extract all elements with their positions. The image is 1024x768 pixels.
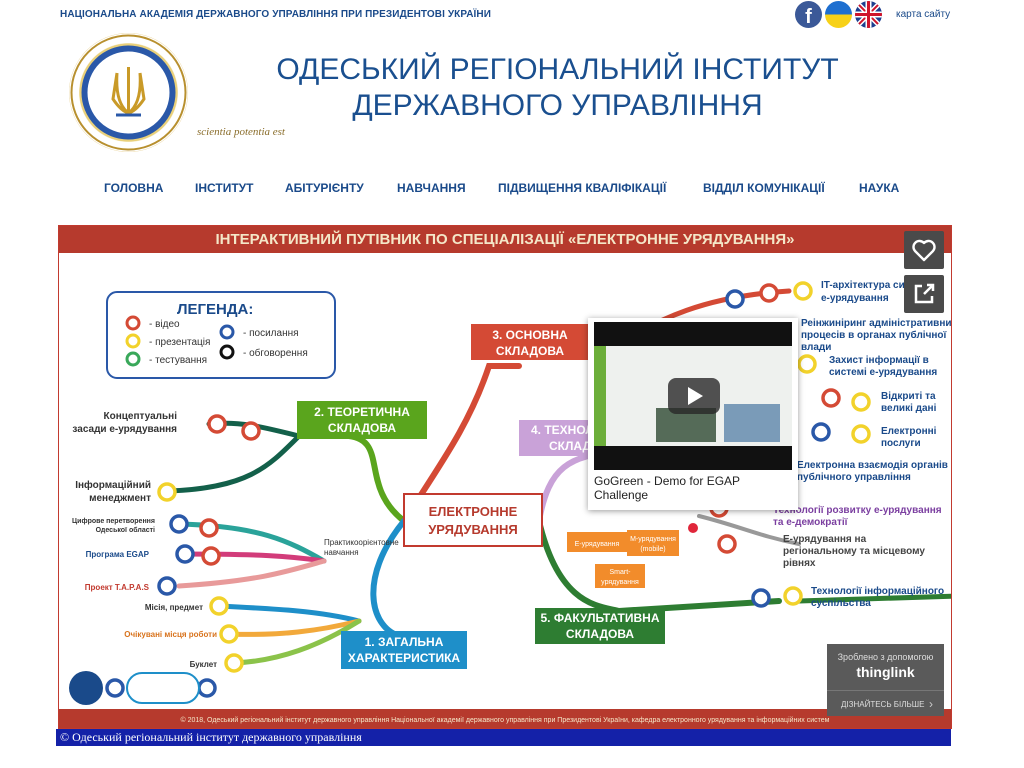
label-regional-2: регіональному та місцевому <box>783 546 925 557</box>
label-concept-1: Концептуальні <box>104 411 178 422</box>
heart-icon <box>912 239 936 262</box>
label-info-society-2: суспільства <box>811 598 871 609</box>
title-line-2: ДЕРЖАВНОГО УПРАВЛІННЯ <box>352 89 763 122</box>
node-4-line2: СКЛАД <box>549 439 592 453</box>
nav-item-qualification[interactable]: ПІДВИЩЕННЯ КВАЛІФІКАЦІЇ <box>498 181 667 195</box>
share-icon <box>914 283 935 304</box>
label-interaction-1: Електронна взаємодія органів <box>797 460 948 471</box>
label-regional-1: Е-урядування на <box>783 534 867 545</box>
video-thumbnail[interactable] <box>594 322 792 470</box>
sub-node-mobile-2: (mobile) <box>640 546 665 553</box>
label-practice-2: навчання <box>324 548 359 557</box>
node-2-line1: 2. ТЕОРЕТИЧНА <box>314 405 410 419</box>
play-button[interactable] <box>668 378 720 414</box>
label-protection-2: системі е-урядування <box>829 367 937 378</box>
legend-link: - посилання <box>243 328 299 339</box>
label-protection-1: Захист інформації в <box>829 354 929 366</box>
mindmap-copyright: © 2018, Одеський регіональний інститут д… <box>180 716 829 724</box>
label-services-2: послуги <box>881 438 921 449</box>
video-popup[interactable]: GoGreen - Demo for EGAP Challenge <box>588 318 798 510</box>
academy-link[interactable]: НАЦІОНАЛЬНА АКАДЕМІЯ ДЕРЖАВНОГО УПРАВЛІН… <box>60 9 492 20</box>
nav-item-institute[interactable]: ІНСТИТУТ <box>195 181 254 195</box>
motto: scientia potentia est <box>197 126 285 138</box>
node-4-line1: 4. ТЕХНОЛ <box>531 423 594 437</box>
nav-item-communications[interactable]: ВІДДІЛ КОМУНІКАЦІЇ <box>703 181 825 195</box>
legend-discussion: - обговорення <box>243 347 308 359</box>
interactive-mindmap[interactable]: ІНТЕРАКТИВНИЙ ПУТІВНИК ПО СПЕЦІАЛІЗАЦІЇ … <box>58 225 952 729</box>
sub-node-egov: Е-урядування <box>575 541 620 548</box>
title-line-1: ОДЕСЬКИЙ РЕГІОНАЛЬНИЙ ІНСТИТУТ <box>276 53 839 86</box>
label-info-society-1: Технології інформаційного <box>811 585 944 597</box>
label-tech-dev-1: Технології розвитку е-урядування <box>773 505 942 516</box>
label-concept-2: засади е-урядування <box>72 424 177 435</box>
nav-item-home[interactable]: ГОЛОВНА <box>104 181 164 195</box>
institute-emblem[interactable] <box>69 33 188 152</box>
label-mission: Місія, предмет <box>145 603 203 612</box>
label-open-data-2: великі дані <box>881 403 937 414</box>
node-3-line1: 3. ОСНОВНА <box>492 328 568 342</box>
node-1-line2: ХАРАКТЕРИСТИКА <box>348 651 461 665</box>
label-info-2: менеджмент <box>89 493 151 504</box>
label-reeng-2: процесів в органах публічної <box>801 329 947 341</box>
footer-text: © Одеський регіональний інститут державн… <box>60 730 362 744</box>
page-title: ОДЕСЬКИЙ РЕГІОНАЛЬНИЙ ІНСТИТУТ ДЕРЖАВНОГ… <box>230 52 885 124</box>
node-5-line1: 5. ФАКУЛЬТАТИВНА <box>540 611 659 625</box>
node-3-line2: СКЛАДОВА <box>496 344 564 358</box>
node-5-line2: СКЛАДОВА <box>566 627 634 641</box>
mindmap-banner: ІНТЕРАКТИВНИЙ ПУТІВНИК ПО СПЕЦІАЛІЗАЦІЇ … <box>59 226 951 253</box>
label-reeng-1: Реінжиніринг адміністративних <box>801 318 951 329</box>
label-info-1: Інформаційний <box>75 479 151 491</box>
thinglink-learn-more[interactable]: ДІЗНАЙТЕСЬ БІЛЬШЕ <box>841 700 925 709</box>
sub-node-mobile-1: М-урядування <box>630 536 676 543</box>
legend-test: - тестування <box>149 355 207 366</box>
label-interaction-2: публічного управління <box>797 471 911 483</box>
label-tapas: Проект T.A.P.A.S <box>85 583 150 592</box>
legend-title: ЛЕГЕНДА: <box>177 301 253 318</box>
node-1-line1: 1. ЗАГАЛЬНА <box>365 635 444 649</box>
ukraine-flag-icon[interactable] <box>825 1 852 28</box>
mindmap-diagram: ЛЕГЕНДА: - відео - презентація - тестува… <box>59 280 951 728</box>
footer-bar: © Одеський регіональний інститут державн… <box>56 729 951 746</box>
label-it-arch-2: е-урядування <box>821 293 889 304</box>
node-2-line2: СКЛАДОВА <box>328 421 396 435</box>
label-digital-2: Одеської області <box>96 526 155 534</box>
sitemap-link[interactable]: карта сайту <box>896 9 951 20</box>
share-button[interactable] <box>904 275 944 313</box>
label-reeng-3: влади <box>801 342 831 353</box>
label-egap: Програма EGAP <box>86 550 150 559</box>
label-services-1: Електронні <box>881 426 937 437</box>
label-digital-1: Цифрове перетворення <box>72 518 155 525</box>
center-node-line2: УРЯДУВАННЯ <box>428 522 518 537</box>
sub-node-smart-1: Smart- <box>610 569 632 576</box>
label-booklet: Буклет <box>190 660 218 669</box>
label-it-arch-1: IT-архітектура систе <box>821 280 921 291</box>
chevron-right-icon: › <box>929 697 933 711</box>
facebook-icon[interactable]: f <box>795 1 822 28</box>
thinglink-badge[interactable]: Зроблено з допомогою thinglink ДІЗНАЙТЕС… <box>827 644 944 716</box>
legend-video: - відео <box>149 319 180 330</box>
label-tech-dev-2: та е-демократії <box>773 517 848 528</box>
thinglink-logo: thinglink <box>856 664 915 680</box>
nav-item-science[interactable]: НАУКА <box>859 181 900 195</box>
heart-button[interactable] <box>904 231 944 269</box>
label-jobs: Очікувані місця роботи <box>124 630 217 639</box>
label-regional-3: рівнях <box>783 558 816 569</box>
label-open-data-1: Відкриті та <box>881 391 936 402</box>
nav-item-applicants[interactable]: АБІТУРІЄНТУ <box>285 181 364 195</box>
trident-emblem-icon <box>70 34 187 151</box>
video-title[interactable]: GoGreen - Demo for EGAP Challenge <box>594 474 741 502</box>
play-icon <box>688 387 703 405</box>
sub-node-smart-2: урядування <box>601 579 639 586</box>
legend-presentation: - презентація <box>149 337 210 348</box>
label-practice-1: Практикоорієнтовне <box>324 538 399 547</box>
social-bar: f <box>792 1 882 28</box>
nav-item-study[interactable]: НАВЧАННЯ <box>397 181 466 195</box>
thinglink-made-with: Зроблено з допомогою <box>837 652 934 662</box>
center-node-line1: ЕЛЕКТРОННЕ <box>429 504 518 519</box>
uk-flag-icon[interactable] <box>855 1 882 28</box>
